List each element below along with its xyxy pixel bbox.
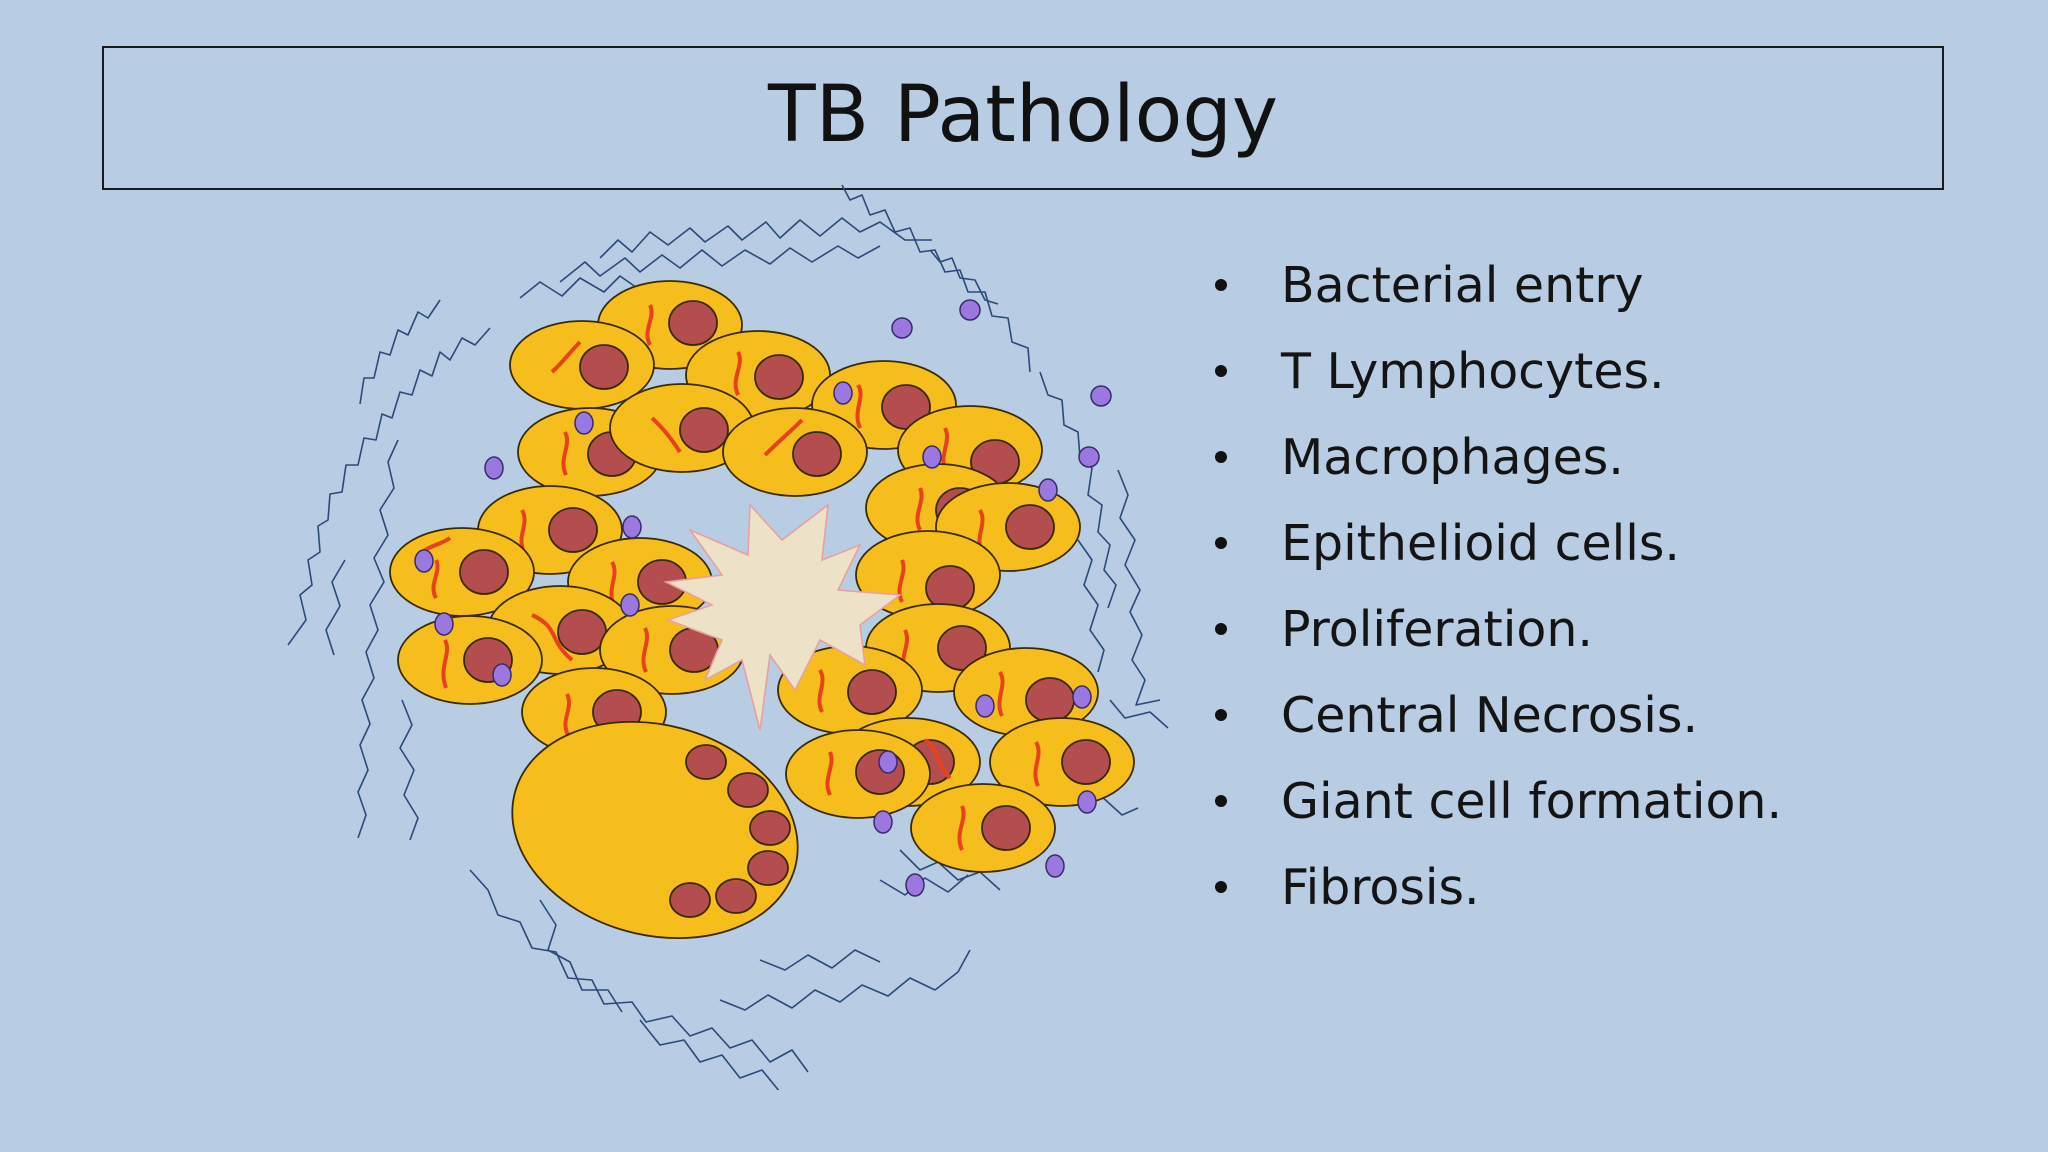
fiber	[519, 275, 641, 299]
bullet-dot	[1215, 451, 1227, 463]
central-necrosis	[663, 503, 903, 731]
lymphocyte	[1045, 854, 1065, 878]
fiber	[899, 849, 1001, 891]
bullet-text: Bacterial entry	[1281, 256, 1644, 314]
fiber	[719, 949, 971, 1011]
fiber	[1117, 469, 1161, 706]
cell	[609, 383, 755, 473]
fiber	[469, 869, 809, 1073]
bullet-item: Macrophages.	[1215, 414, 2015, 500]
fiber	[1077, 539, 1105, 673]
fiber	[359, 299, 441, 405]
fiber	[539, 899, 623, 1013]
bullet-dot	[1215, 365, 1227, 377]
t-lymphocytes	[414, 299, 1112, 897]
lymphocyte	[833, 381, 853, 405]
epithelioid-cells	[389, 280, 1135, 873]
lymphocyte	[1072, 685, 1092, 709]
fiber	[759, 949, 881, 971]
bullet-dot	[1215, 795, 1227, 807]
lymphocyte	[1090, 385, 1112, 407]
bullet-item: Epithelioid cells.	[1215, 500, 2015, 586]
lymphocyte	[959, 299, 981, 321]
lymphocyte	[878, 750, 898, 774]
fiber	[399, 699, 419, 841]
lymphocyte	[1078, 446, 1100, 468]
bullet-dot	[1215, 279, 1227, 291]
granuloma-diagram	[287, 184, 1169, 1090]
fiber	[639, 1019, 780, 1090]
bullet-list: Bacterial entry T Lymphocytes. Macrophag…	[1215, 242, 2015, 930]
bullet-item: Central Necrosis.	[1215, 672, 2015, 758]
lymphocyte	[891, 317, 913, 339]
fiber	[1109, 699, 1169, 729]
lymphocyte	[922, 445, 942, 469]
fiber	[287, 327, 491, 646]
lymphocyte	[1038, 478, 1058, 502]
bullet-dot	[1215, 881, 1227, 893]
fiber	[841, 184, 1031, 373]
bullet-text: Central Necrosis.	[1281, 686, 1699, 744]
lymphocyte	[873, 810, 893, 834]
bullet-text: Giant cell formation.	[1281, 772, 1783, 830]
bullet-text: Macrophages.	[1281, 428, 1624, 486]
bullet-item: Giant cell formation.	[1215, 758, 2015, 844]
cell	[397, 615, 543, 705]
cell	[910, 783, 1056, 873]
slide-title: TB Pathology	[767, 70, 1279, 160]
fiber	[559, 245, 881, 283]
lymphocyte	[574, 411, 594, 435]
cell	[777, 645, 923, 735]
fiber	[929, 249, 999, 305]
cell	[989, 717, 1135, 807]
lymphocyte	[484, 456, 504, 480]
bullet-item: Fibrosis.	[1215, 844, 2015, 930]
bullet-item: T Lymphocytes.	[1215, 328, 2015, 414]
bullet-text: Proliferation.	[1281, 600, 1593, 658]
fiber	[879, 874, 969, 896]
bullet-dot	[1215, 709, 1227, 721]
lymphocyte	[975, 694, 995, 718]
lymphocyte	[414, 549, 434, 573]
bullet-text: Fibrosis.	[1281, 858, 1480, 916]
lymphocyte	[1077, 790, 1097, 814]
lymphocyte	[905, 873, 925, 897]
cell	[509, 320, 655, 410]
title-box: TB Pathology	[102, 46, 1944, 190]
bullet-text: T Lymphocytes.	[1281, 342, 1665, 400]
lymphocyte	[492, 663, 512, 687]
cell	[722, 407, 868, 497]
lymphocyte	[622, 515, 642, 539]
lymphocyte	[620, 593, 640, 617]
bullet-item: Proliferation.	[1215, 586, 2015, 672]
cell	[785, 729, 931, 819]
fiber	[599, 217, 932, 259]
lymphocyte	[434, 612, 454, 636]
bullet-dot	[1215, 623, 1227, 635]
bullet-text: Epithelioid cells.	[1281, 514, 1681, 572]
giant-cell	[511, 720, 799, 940]
fiber	[1039, 371, 1117, 609]
fibrosis-fibers	[287, 184, 1169, 1090]
bullet-dot	[1215, 537, 1227, 549]
bullet-item: Bacterial entry	[1215, 242, 2015, 328]
fiber	[357, 439, 399, 839]
fiber	[325, 559, 346, 656]
